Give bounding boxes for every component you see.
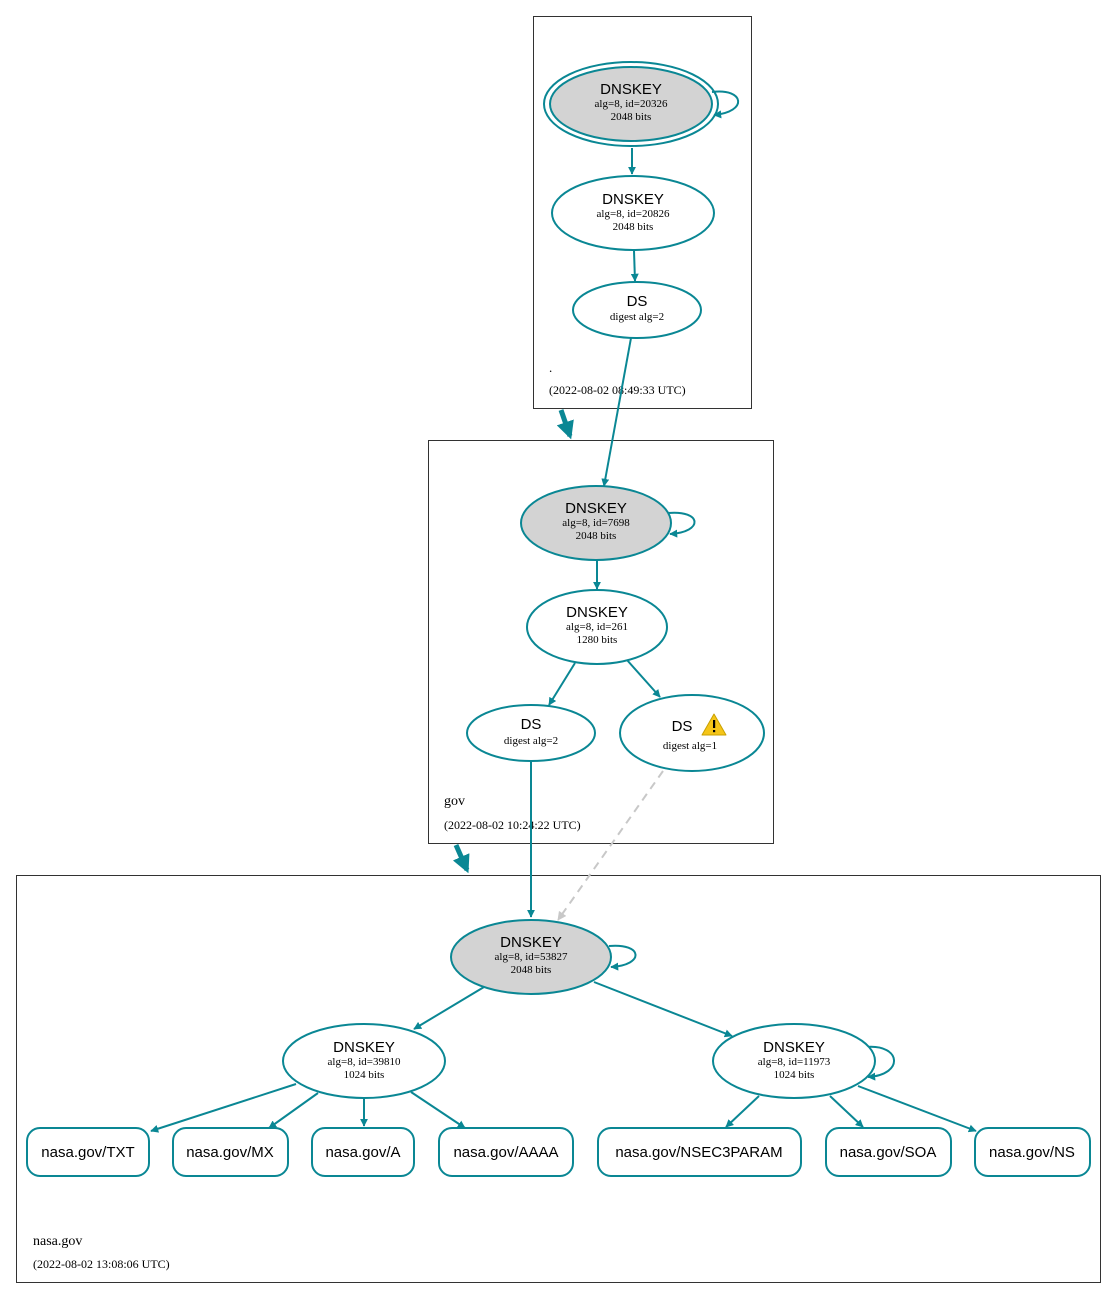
edge-gov-ksk-self bbox=[667, 511, 696, 538]
node-root-ksk-line1: alg=8, id=20326 bbox=[595, 98, 668, 110]
edge-nasa-ksk-zsk2 bbox=[593, 981, 733, 1038]
record-txt-label: nasa.gov/TXT bbox=[41, 1144, 134, 1161]
node-gov-zsk-line2: 1280 bits bbox=[577, 634, 618, 646]
node-root-ksk-line2: 2048 bits bbox=[611, 111, 652, 123]
record-ns[interactable]: nasa.gov/NS bbox=[974, 1127, 1091, 1177]
node-gov-ksk-line2: 2048 bits bbox=[576, 530, 617, 542]
node-gov-ds1[interactable]: DS digest alg=1 bbox=[619, 694, 765, 772]
node-nasa-ksk-line2: 2048 bits bbox=[511, 964, 552, 976]
record-a[interactable]: nasa.gov/A bbox=[311, 1127, 415, 1177]
record-nsec3param[interactable]: nasa.gov/NSEC3PARAM bbox=[597, 1127, 802, 1177]
node-nasa-zsk2[interactable]: DNSKEY alg=8, id=11973 1024 bits bbox=[712, 1023, 876, 1099]
node-root-ksk-title: DNSKEY bbox=[600, 81, 662, 98]
node-root-zsk-line2: 2048 bits bbox=[613, 221, 654, 233]
edge-gov-ds1-nasa-ksk-dashed bbox=[557, 770, 664, 921]
node-gov-zsk-title: DNSKEY bbox=[566, 604, 628, 621]
delegation-arrow-root-gov bbox=[556, 409, 574, 440]
zone-gov: gov (2022-08-02 10:24:22 UTC) bbox=[428, 440, 774, 844]
node-nasa-ksk-line1: alg=8, id=53827 bbox=[495, 951, 568, 963]
zone-gov-name: gov bbox=[444, 794, 465, 809]
edge-zsk1-aaaa bbox=[410, 1091, 466, 1129]
node-root-zsk[interactable]: DNSKEY alg=8, id=20826 2048 bits bbox=[551, 175, 715, 251]
record-mx-label: nasa.gov/MX bbox=[186, 1144, 274, 1161]
record-a-label: nasa.gov/A bbox=[325, 1144, 400, 1161]
node-root-ds-line1: digest alg=2 bbox=[610, 311, 664, 323]
zone-nasa-timestamp: (2022-08-02 13:08:06 UTC) bbox=[33, 1257, 170, 1271]
node-gov-ksk-title: DNSKEY bbox=[565, 500, 627, 517]
node-nasa-zsk2-line1: alg=8, id=11973 bbox=[758, 1056, 831, 1068]
node-gov-zsk-line1: alg=8, id=261 bbox=[566, 621, 628, 633]
node-nasa-zsk1-line2: 1024 bits bbox=[344, 1069, 385, 1081]
node-gov-ds1-line1: digest alg=1 bbox=[663, 740, 717, 752]
zone-gov-border bbox=[428, 440, 774, 844]
record-aaaa-label: nasa.gov/AAAA bbox=[453, 1144, 558, 1161]
edge-nasa-ksk-zsk1 bbox=[413, 986, 485, 1030]
zone-root-timestamp: (2022-08-02 08:49:33 UTC) bbox=[549, 383, 686, 397]
node-gov-zsk[interactable]: DNSKEY alg=8, id=261 1280 bits bbox=[526, 589, 668, 665]
node-nasa-zsk1-line1: alg=8, id=39810 bbox=[328, 1056, 401, 1068]
node-gov-ds1-title: DS bbox=[672, 718, 693, 735]
node-root-zsk-line1: alg=8, id=20826 bbox=[597, 208, 670, 220]
node-gov-ds2-line1: digest alg=2 bbox=[504, 735, 558, 747]
zone-gov-timestamp: (2022-08-02 10:24:22 UTC) bbox=[444, 818, 581, 832]
node-root-ds[interactable]: DS digest alg=2 bbox=[572, 281, 702, 339]
node-gov-ksk-line1: alg=8, id=7698 bbox=[562, 517, 630, 529]
record-mx[interactable]: nasa.gov/MX bbox=[172, 1127, 289, 1177]
edge-zsk1-mx bbox=[268, 1092, 319, 1129]
node-root-ds-title: DS bbox=[627, 293, 648, 310]
record-ns-label: nasa.gov/NS bbox=[989, 1144, 1075, 1161]
node-root-zsk-title: DNSKEY bbox=[602, 191, 664, 208]
edge-zsk2-soa bbox=[829, 1095, 864, 1128]
edge-root-ksk-self bbox=[711, 90, 740, 119]
edge-zsk2-nsec3param bbox=[725, 1095, 760, 1128]
edge-root-zsk-ds bbox=[630, 250, 639, 282]
edge-nasa-zsk2-self bbox=[865, 1045, 895, 1081]
node-nasa-zsk2-line2: 1024 bits bbox=[774, 1069, 815, 1081]
zone-nasa: nasa.gov (2022-08-02 13:08:06 UTC) bbox=[16, 875, 1101, 1283]
node-gov-ksk[interactable]: DNSKEY alg=8, id=7698 2048 bits bbox=[520, 485, 672, 561]
delegation-arrow-gov-nasa bbox=[452, 843, 470, 874]
zone-root-name: . bbox=[549, 360, 552, 375]
record-txt[interactable]: nasa.gov/TXT bbox=[26, 1127, 150, 1177]
node-nasa-zsk1[interactable]: DNSKEY alg=8, id=39810 1024 bits bbox=[282, 1023, 446, 1099]
node-nasa-zsk1-title: DNSKEY bbox=[333, 1039, 395, 1056]
node-nasa-zsk2-title: DNSKEY bbox=[763, 1039, 825, 1056]
node-nasa-ksk-title: DNSKEY bbox=[500, 934, 562, 951]
edge-gov-zsk-ds1 bbox=[626, 659, 661, 698]
record-soa-label: nasa.gov/SOA bbox=[840, 1144, 937, 1161]
zone-nasa-name: nasa.gov bbox=[33, 1234, 82, 1249]
edge-zsk1-txt bbox=[150, 1083, 297, 1133]
node-nasa-ksk[interactable]: DNSKEY alg=8, id=53827 2048 bits bbox=[450, 919, 612, 995]
zone-root-border bbox=[533, 16, 752, 409]
node-gov-ds2[interactable]: DS digest alg=2 bbox=[466, 704, 596, 762]
record-aaaa[interactable]: nasa.gov/AAAA bbox=[438, 1127, 574, 1177]
edge-root-ds-gov-ksk bbox=[601, 337, 632, 487]
zone-root: . (2022-08-02 08:49:33 UTC) bbox=[533, 16, 752, 409]
edges bbox=[150, 90, 977, 1133]
node-gov-ds2-title: DS bbox=[521, 716, 542, 733]
edge-zsk2-ns bbox=[857, 1085, 977, 1133]
warning-icon bbox=[701, 713, 727, 736]
edge-gov-zsk-ds2 bbox=[548, 662, 576, 706]
record-nsec3param-label: nasa.gov/NSEC3PARAM bbox=[615, 1144, 782, 1161]
node-root-ksk[interactable]: DNSKEY alg=8, id=20326 2048 bits bbox=[543, 61, 719, 147]
zone-nasa-border bbox=[16, 875, 1101, 1283]
record-soa[interactable]: nasa.gov/SOA bbox=[825, 1127, 952, 1177]
edge-nasa-ksk-self bbox=[608, 944, 637, 971]
